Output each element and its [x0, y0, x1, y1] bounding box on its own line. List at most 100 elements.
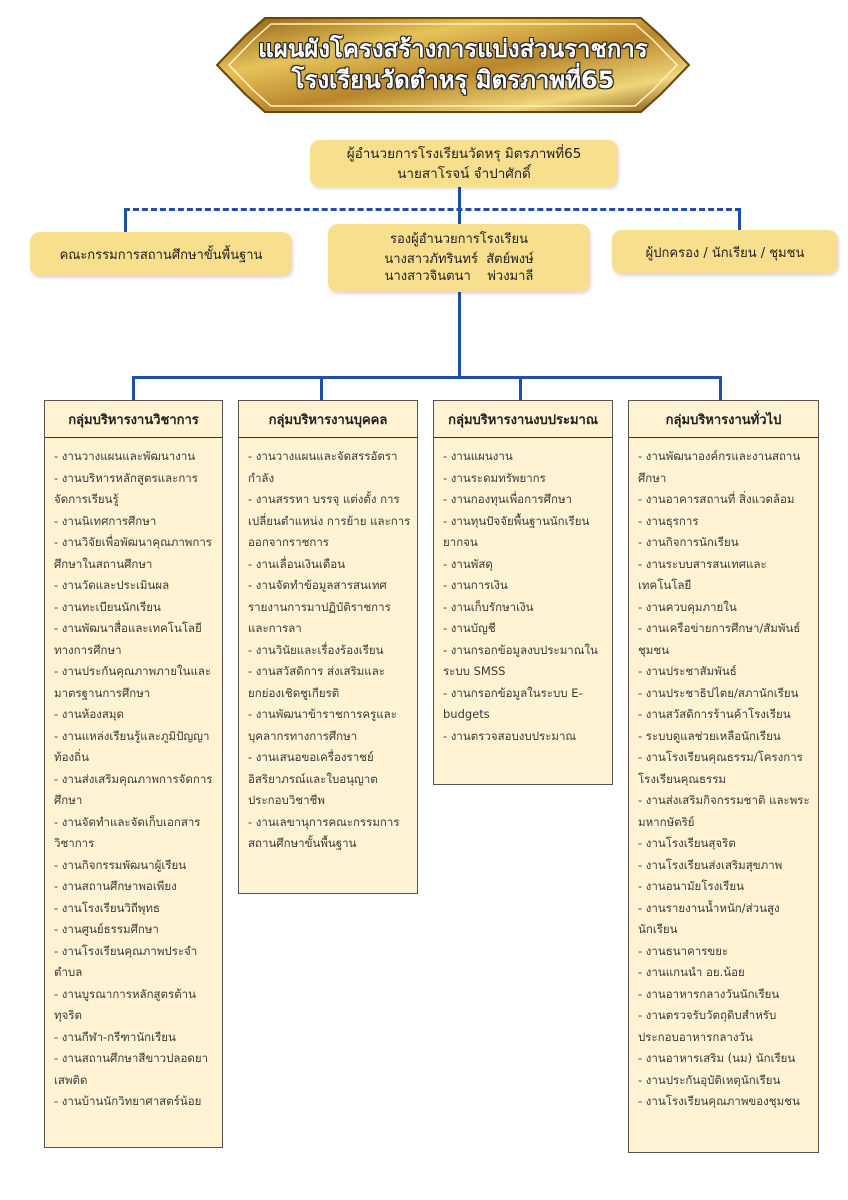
task-item: - งานการเงิน: [443, 578, 508, 592]
board-box: คณะกรรมการสถานศึกษาขั้นพื้นฐาน: [30, 232, 292, 276]
task-item: - งานบ้านนักวิทยาศาสตร์น้อย: [54, 1094, 202, 1108]
task-item: - งานแผนงาน: [443, 449, 513, 463]
task-item: - งานวางแผนและจัดสรรอัตรากำลัง: [248, 449, 398, 485]
community-box: ผู้ปกครอง / นักเรียน / ชุมชน: [612, 230, 838, 274]
task-list: - งานวางแผนและจัดสรรอัตรากำลัง - งานสรรหา…: [239, 438, 417, 855]
deputy-name-1: นางสาวภัทรินทร์ สัตย์พงษ์: [384, 252, 534, 267]
director-name: นายสาโรจน์ จำปาศักดิ์: [397, 165, 531, 182]
task-item: - งานพัฒนาข้าราชการครูและบุคลากรทางการศึ…: [248, 707, 397, 743]
director-position: ผู้อำนวยการโรงเรียนวัดหรุ มิตรภาพที่65: [346, 145, 582, 162]
task-item: - งานพัฒนาองค์กรและงานสถานศึกษา: [638, 449, 801, 485]
title-banner: แผนผังโครงสร้างการแบ่งส่วนราชการ โรงเรีย…: [215, 14, 691, 116]
task-item: - งานเสนอขอเครื่องราชย์อิสริยาภรณ์และใบอ…: [248, 750, 378, 807]
task-item: - งานโรงเรียนสุจริต: [638, 836, 736, 850]
task-item: - งานตรวจสอบงบประมาณ: [443, 728, 577, 743]
task-item: - งานตรวจรับวัตถุดิบสำหรับประกอบอาหารกลา…: [638, 1008, 777, 1044]
deputy-name-2: นางสาวจินตนา พ่วงมาลี: [384, 269, 534, 284]
group-title: กลุ่มบริหารงานวิชาการ: [45, 401, 222, 438]
task-item: - งานประชาสัมพันธ์: [638, 664, 737, 678]
connector-community: [738, 208, 741, 230]
task-item: - งานกรอกข้อมูลงบประมาณในระบบ SMSS: [443, 642, 598, 679]
task-item: - งานนิเทศการศึกษา: [54, 513, 157, 528]
task-item: - งานประกันอุบัติเหตุนักเรียน: [638, 1072, 781, 1087]
connector-dashed-advisory: [124, 208, 741, 211]
task-item: - งานโรงเรียนคุณภาพของชุมชน: [638, 1094, 800, 1108]
task-item: - งานโรงเรียนส่งเสริมสุขภาพ: [638, 857, 783, 872]
task-list: - งานพัฒนาองค์กรและงานสถานศึกษา - งานอาคา…: [629, 438, 818, 1113]
connector-group-4: [719, 376, 722, 400]
task-item: - งานกิจการนักเรียน: [638, 535, 739, 549]
group-academic: กลุ่มบริหารงานวิชาการ - งานวางแผนและพัฒน…: [44, 400, 223, 1148]
board-label: คณะกรรมการสถานศึกษาขั้นพื้นฐาน: [59, 247, 263, 263]
task-item: - งานพัสดุ: [443, 556, 493, 571]
connector-group-2: [320, 376, 323, 400]
title-line-1: แผนผังโครงสร้างการแบ่งส่วนราชการ: [258, 35, 648, 63]
task-item: - งานโรงเรียนคุณธรรม/โครงการโรงเรียนคุณธ…: [638, 750, 803, 786]
task-item: - งานรายงานน้ำหนัก/ส่วนสูงนักเรียน: [638, 900, 780, 937]
connector-groups-bar: [132, 376, 722, 379]
task-item: - งานควบคุมภายใน: [638, 599, 737, 614]
task-item: - งานกรอกข้อมูลในระบบ E-budgets: [443, 685, 583, 722]
connector-group-1: [132, 376, 135, 400]
task-item: - งานประชาธิปไตย/สภานักเรียน: [638, 685, 799, 700]
group-budget: กลุ่มบริหารงานงบประมาณ - งานแผนงาน - งานร…: [433, 400, 613, 785]
task-item: - งานจัดทำข้อมูลสารสนเทศรายงานการมาปฏิบั…: [248, 578, 391, 635]
task-item: - งานเก็บรักษาเงิน: [443, 599, 534, 614]
task-item: - งานพัฒนาสื่อและเทคโนโลยีทางการศึกษา: [54, 621, 202, 657]
deputy-box: รองผู้อำนวยการโรงเรียน นางสาวภัทรินทร์ ส…: [328, 224, 590, 292]
task-item: - งานอาหารกลางวันนักเรียน: [638, 986, 780, 1001]
task-item: - งานวัดและประเมินผล: [54, 578, 170, 592]
task-item: - งานประกันคุณภาพภายในและมาตรฐานการศึกษา: [54, 664, 212, 700]
task-item: - งานธุรการ: [638, 513, 699, 528]
group-title: กลุ่มบริหารงานทั่วไป: [629, 401, 818, 438]
task-item: - งานส่งเสริมกิจกรรมชาติ และพระมหากษัตริ…: [638, 793, 810, 829]
task-item: - งานอาหารเสริม (นม) นักเรียน: [638, 1051, 796, 1065]
task-item: - งานเครือข่ายการศึกษา/สัมพันธ์ชุมชน: [638, 621, 801, 657]
director-box: ผู้อำนวยการโรงเรียนวัดหรุ มิตรภาพที่65 น…: [310, 140, 618, 187]
task-item: - งานกีฬา-กรีฑานักเรียน: [54, 1029, 176, 1044]
task-item: - งานอาคารสถานที่ สิ่งแวดล้อม: [638, 492, 795, 506]
task-item: - งานธนาคารขยะ: [638, 943, 729, 958]
connector-board: [124, 208, 127, 232]
task-item: - งานทุนปัจจัยพื้นฐานนักเรียนยากจน: [443, 513, 590, 550]
group-title: กลุ่มบริหารงานบุคคล: [239, 401, 417, 438]
task-item: - ระบบดูแลช่วยเหลือนักเรียน: [638, 728, 781, 743]
group-general: กลุ่มบริหารงานทั่วไป - งานพัฒนาองค์กรและ…: [628, 400, 819, 1153]
task-item: - งานกิจกรรมพัฒนาผู้เรียน: [54, 857, 187, 872]
group-personnel: กลุ่มบริหารงานบุคคล - งานวางแผนและจัดสรร…: [238, 400, 418, 894]
task-item: - งานวินัยและเรื่องร้องเรียน: [248, 642, 384, 657]
task-item: - งานสวัสดิการร้านค้าโรงเรียน: [638, 707, 791, 721]
deputy-position: รองผู้อำนวยการโรงเรียน: [389, 232, 529, 247]
task-item: - งานส่งเสริมคุณภาพการจัดการศึกษา: [54, 771, 213, 808]
task-item: - งานเลขานุการคณะกรรมการสถานศึกษาขั้นพื้…: [248, 814, 400, 851]
task-item: - งานห้องสมุด: [54, 707, 124, 721]
task-item: - งานระดมทรัพยากร: [443, 470, 546, 485]
connector-group-3: [519, 376, 522, 400]
title-line-2: โรงเรียนวัดตำหรุ มิตรภาพที่65: [291, 66, 615, 94]
task-item: - งานระบบสารสนเทศและเทคโนโลยี: [638, 556, 767, 593]
task-item: - งานอนามัยโรงเรียน: [638, 879, 744, 893]
group-title: กลุ่มบริหารงานงบประมาณ: [434, 401, 612, 438]
task-item: - งานสวัสดิการ ส่งเสริมและยกย่องเชิดชูเก…: [248, 664, 385, 700]
task-item: - งานสรรหา บรรจุ แต่งตั้ง การเปลี่ยนตำแห…: [248, 492, 411, 549]
task-list: - งานวางแผนและพัฒนางาน - งานบริหารหลักสูต…: [45, 438, 222, 1113]
task-item: - งานแหล่งเรียนรู้และภูมิปัญญาท้องถิ่น: [54, 728, 210, 765]
task-item: - งานวิจัยเพื่อพัฒนาคุณภาพการศึกษาในสถาน…: [54, 535, 212, 571]
task-item: - งานจัดทำและจัดเก็บเอกสารวิชาการ: [54, 814, 201, 851]
task-item: - งานโรงเรียนคุณภาพประจำตำบล: [54, 943, 198, 980]
gold-frame-icon: [215, 17, 691, 113]
task-item: - งานทะเบียนนักเรียน: [54, 599, 161, 614]
task-item: - งานสถานศึกษาพอเพียง: [54, 879, 177, 893]
task-item: - งานบริหารหลักสูตรและการจัดการเรียนรู้: [54, 470, 198, 507]
task-item: - งานบัญชี: [443, 621, 496, 635]
task-item: - งานโรงเรียนวิถีพุทธ: [54, 900, 161, 915]
task-item: - งานแกนนำ อย.น้อย: [638, 965, 745, 979]
task-list: - งานแผนงาน - งานระดมทรัพยากร - งานกองทุนเ…: [434, 438, 612, 747]
task-item: - งานสถานศึกษาสีขาวปลอดยาเสพติด: [54, 1051, 209, 1087]
community-label: ผู้ปกครอง / นักเรียน / ชุมชน: [645, 245, 805, 261]
task-item: - งานวางแผนและพัฒนางาน: [54, 449, 196, 463]
task-item: - งานกองทุนเพื่อการศึกษา: [443, 492, 572, 506]
task-item: - งานเลื่อนเงินเดือน: [248, 556, 346, 571]
task-item: - งานศูนย์ธรรมศึกษา: [54, 922, 159, 936]
task-item: - งานบูรณาการหลักสูตรต้านทุจริต: [54, 986, 196, 1023]
